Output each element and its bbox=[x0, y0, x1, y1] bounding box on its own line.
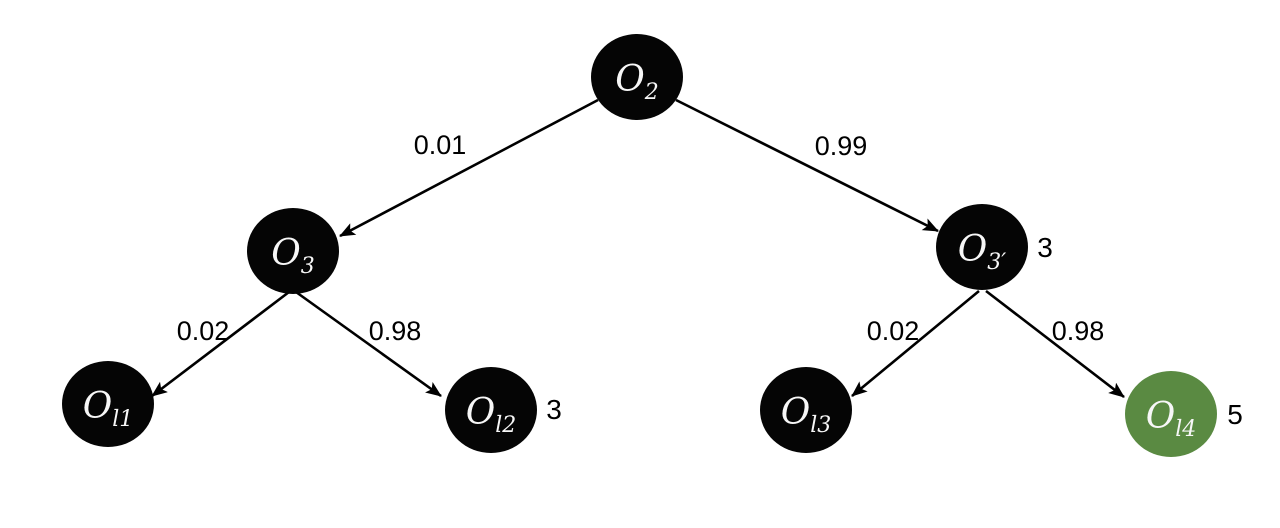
tree-node-value-Ol2: 3 bbox=[546, 394, 562, 425]
tree-node-label-O3: O3 bbox=[271, 233, 315, 279]
edge-O3p-Ol3 bbox=[851, 289, 980, 398]
tree-node-value-Ol4: 5 bbox=[1227, 399, 1243, 430]
tree-node-label-O2: O2 bbox=[615, 59, 659, 105]
edge-O2-O3 bbox=[339, 98, 599, 238]
edge-probability-label-O3-Ol2: 0.98 bbox=[369, 316, 422, 346]
tree-node-O3 bbox=[247, 208, 339, 294]
tree-node-label-Ol3: Ol3 bbox=[781, 392, 832, 438]
edge-O2-O3p bbox=[675, 98, 939, 233]
tree-node-label-O3p: O3′ bbox=[958, 229, 1007, 275]
tree-node-O2 bbox=[591, 34, 683, 120]
edge-probability-label-O3p-Ol4: 0.98 bbox=[1052, 316, 1105, 346]
tree-node-Ol1 bbox=[62, 361, 154, 447]
edge-O3-Ol1 bbox=[151, 290, 290, 398]
tree-node-label-Ol1: Ol1 bbox=[83, 386, 134, 432]
edge-probability-label-O2-O3p: 0.99 bbox=[815, 131, 868, 161]
edge-probability-label-O3-Ol1: 0.02 bbox=[177, 316, 230, 346]
tree-node-label-Ol2: Ol2 bbox=[466, 392, 517, 438]
edge-probability-label-O3p-Ol3: 0.02 bbox=[867, 316, 920, 346]
edge-O3-Ol2 bbox=[295, 290, 442, 398]
edge-probability-label-O2-O3: 0.01 bbox=[414, 130, 467, 160]
tree-node-O3p bbox=[936, 204, 1028, 290]
tree-node-value-O3p: 3 bbox=[1037, 232, 1053, 263]
edge-O3p-Ol4 bbox=[985, 289, 1125, 399]
tree-node-label-Ol4: Ol4 bbox=[1146, 396, 1197, 442]
tree-node-Ol3 bbox=[760, 367, 852, 453]
tree-node-Ol2 bbox=[445, 367, 537, 453]
tree-node-Ol4 bbox=[1125, 371, 1217, 457]
